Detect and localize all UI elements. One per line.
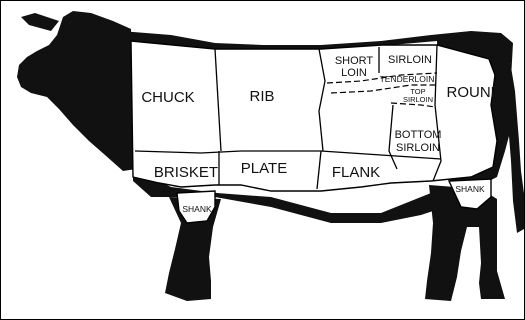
cut-label-bottom-sirloin-2: SIRLOIN	[396, 142, 440, 154]
cut-label-plate: PLATE	[241, 160, 287, 177]
cut-label-brisket: BRISKET	[154, 164, 218, 181]
cut-label-front-shank: SHANK	[182, 204, 212, 214]
cut-label-rib: RIB	[249, 88, 274, 105]
cut-label-round: ROUND	[447, 84, 502, 101]
cut-label-bottom-sirloin-1: BOTTOM	[395, 129, 442, 141]
cut-label-flank: FLANK	[332, 164, 380, 181]
cut-label-chuck: CHUCK	[141, 89, 194, 106]
cow-ear	[21, 13, 59, 31]
cow-head	[17, 11, 137, 171]
cut-label-rear-shank: SHANK	[455, 184, 485, 194]
cut-label-tenderloin: TENDERLOIN	[380, 74, 435, 84]
cut-label-top-sirloin-2: SIRLOIN	[403, 95, 433, 104]
cut-label-short-loin-1: SHORT	[335, 55, 374, 67]
cut-label-sirloin: SIRLOIN	[388, 54, 432, 66]
cut-label-short-loin-2: LOIN	[341, 67, 367, 79]
